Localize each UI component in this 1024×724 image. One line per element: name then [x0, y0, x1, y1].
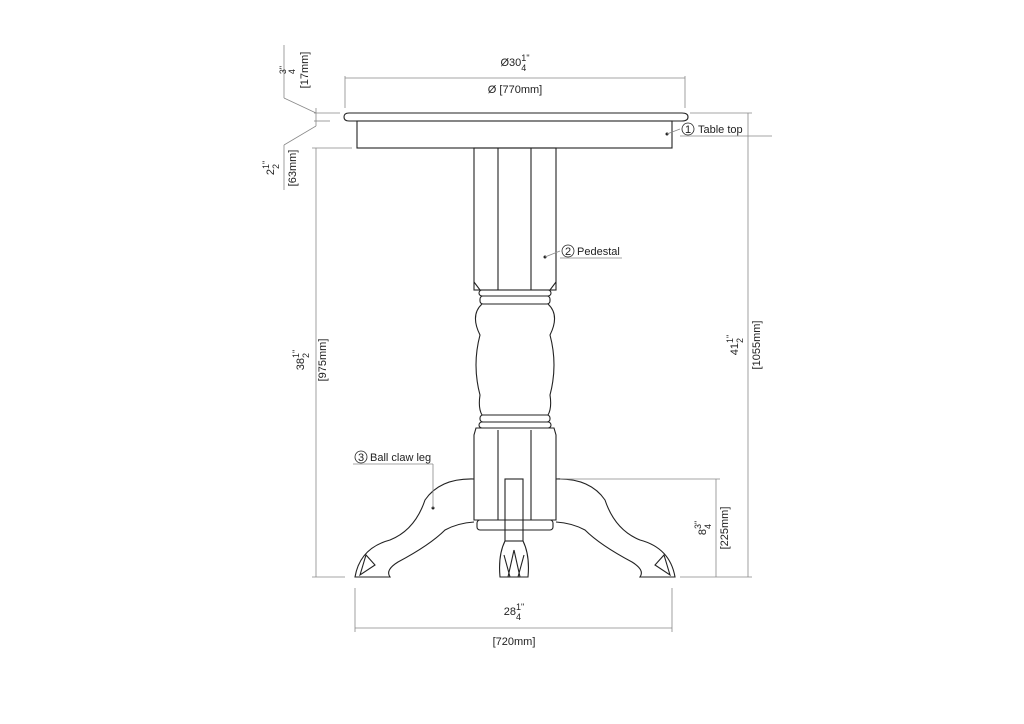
dimension-lines: [283, 45, 752, 632]
svg-text:34": 34": [278, 66, 297, 74]
svg-text:212": 212": [261, 161, 281, 175]
svg-text:[1055mm]: [1055mm]: [751, 321, 763, 370]
table-top: [343, 112, 689, 149]
top-diameter-metric: Ø [770mm]: [488, 84, 542, 96]
svg-text:834": 834": [693, 521, 713, 535]
svg-text:4112": 4112": [725, 335, 745, 355]
total-height-label: 4112" [1055mm]: [725, 321, 763, 370]
svg-text:[975mm]: [975mm]: [317, 339, 329, 382]
top-thickness-label: 34" [17mm]: [278, 52, 311, 89]
callout-pedestal: 2 Pedestal: [543, 244, 622, 259]
svg-text:Table top: Table top: [698, 124, 743, 136]
svg-text:3: 3: [358, 452, 364, 464]
apron-height-label: 212" [63mm]: [261, 150, 299, 187]
svg-text:1: 1: [685, 124, 691, 136]
svg-text:2: 2: [565, 246, 571, 258]
callout-ball-claw-leg: 3 Ball claw leg: [353, 450, 435, 510]
svg-text:[63mm]: [63mm]: [287, 150, 299, 187]
svg-text:Ball claw leg: Ball claw leg: [370, 452, 431, 464]
svg-text:3812": 3812": [291, 350, 311, 370]
ball-claw-legs: [354, 478, 676, 578]
svg-text:[17mm]: [17mm]: [299, 52, 311, 89]
apron-to-floor-label: 3812" [975mm]: [291, 339, 329, 382]
callout-table-top: 1 Table top: [665, 122, 772, 137]
leg-height-label: 834" [225mm]: [693, 507, 731, 550]
base-width-metric: [720mm]: [493, 636, 536, 648]
svg-text:[225mm]: [225mm]: [719, 507, 731, 550]
svg-text:Pedestal: Pedestal: [577, 246, 620, 258]
pedestal: [473, 147, 557, 531]
